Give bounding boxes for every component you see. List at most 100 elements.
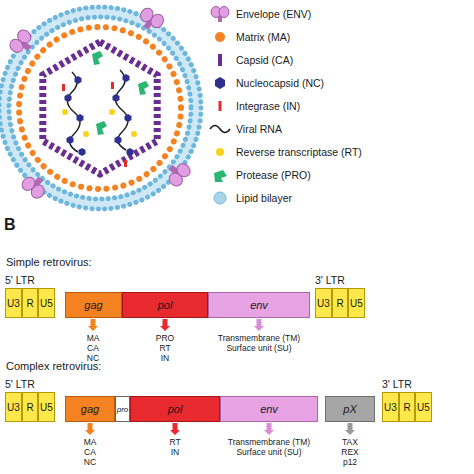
protease	[96, 121, 107, 135]
product-arrow	[254, 319, 264, 331]
box-label: R	[26, 402, 33, 413]
legend-icon	[208, 52, 232, 68]
nucleocapsid	[123, 74, 130, 82]
reverse-transcriptase	[131, 131, 137, 137]
legend-icon	[208, 98, 232, 114]
legend-text: Envelope (ENV)	[236, 6, 311, 22]
legend-swatch	[215, 77, 225, 89]
legend-swatch	[218, 54, 222, 66]
protein-product: Transmembrane (TM)	[199, 333, 319, 344]
gene-box: pX	[325, 396, 375, 422]
product-arrow	[170, 423, 180, 435]
section-title: Simple retrovirus:	[6, 256, 92, 269]
protein-product: p12	[290, 457, 410, 468]
protein-product: MA	[33, 333, 153, 344]
legend-swatch	[219, 101, 222, 111]
box-label: U5	[40, 402, 53, 413]
nucleocapsid	[127, 148, 134, 156]
ltr-segment-box: U3	[5, 288, 22, 318]
product-arrows	[85, 319, 355, 435]
legend-icon	[208, 121, 232, 137]
nucleocapsid	[77, 114, 84, 122]
capsid-shell	[43, 42, 157, 174]
gene-box: env	[220, 396, 318, 422]
protein-product: CA	[30, 447, 150, 458]
ltr-segment-box: R	[22, 288, 38, 318]
ltr-region: 5' LTRU3RU5	[5, 288, 55, 318]
box-label: U3	[7, 298, 20, 309]
gene-box: pol	[130, 396, 220, 422]
legend-text: Integrase (IN)	[236, 98, 300, 114]
product-arrow	[85, 423, 95, 435]
protein-product: CA	[33, 343, 153, 354]
box-label: U5	[417, 402, 430, 413]
legend-envelope-lobe	[219, 7, 229, 18]
nucleocapsid	[125, 114, 132, 122]
legend-text: Reverse transcriptase (RT)	[236, 144, 362, 160]
viral-rna	[115, 70, 128, 150]
box-label: env	[250, 299, 268, 311]
box-label: R	[336, 298, 343, 309]
nucleocapsid	[115, 136, 122, 144]
protein-product: MA	[30, 437, 150, 448]
viral-rna	[67, 72, 80, 152]
panel-letter: B	[4, 216, 16, 234]
gene-box: pro	[115, 396, 130, 422]
box-label: U5	[40, 298, 53, 309]
nucleocapsid	[75, 76, 82, 84]
ltr-heading: 3' LTR	[382, 378, 412, 390]
nucleocapsid-proteins	[65, 74, 134, 156]
protein-product: RT	[105, 343, 225, 354]
protein-product: Surface unit (SU)	[199, 343, 319, 354]
ltr-segment-box: R	[22, 392, 38, 422]
legend-rna-line	[210, 126, 230, 133]
integrase	[111, 82, 114, 89]
envelope-protein	[7, 27, 37, 58]
legend-swatch	[214, 170, 227, 182]
envelope-protein	[136, 6, 166, 34]
protease	[92, 51, 103, 65]
box-label: U3	[317, 298, 330, 309]
box-label: pX	[343, 403, 356, 415]
ltr-segment-box: U3	[382, 392, 399, 422]
box-label: R	[403, 402, 410, 413]
lipid-bilayer	[4, 12, 196, 204]
product-arrow	[88, 319, 98, 331]
legend-icon	[208, 144, 232, 160]
protein-product: NC	[30, 457, 150, 468]
box-label: U3	[7, 402, 20, 413]
ltr-heading: 5' LTR	[5, 378, 35, 390]
legend-text: Capsid (CA)	[236, 52, 293, 68]
envelope-proteins	[7, 6, 192, 201]
legend-text: Nucleocapsid (NC)	[236, 75, 324, 91]
ltr-region: 3' LTRU3RU5	[382, 392, 432, 422]
ltr-segment-box: U5	[38, 392, 55, 422]
protein-product: REX	[290, 447, 410, 458]
legend-icon	[208, 167, 232, 183]
envelope-protein	[19, 171, 50, 201]
matrix-layer	[19, 27, 181, 189]
legend-text: Viral RNA	[236, 121, 282, 137]
protein-product: IN	[115, 447, 235, 458]
section-title: Complex retrovirus:	[6, 360, 101, 373]
legend-text: Lipid bilayer	[236, 190, 292, 206]
gene-box: gag	[65, 292, 122, 318]
box-label: U3	[384, 402, 397, 413]
legend-icon	[208, 190, 232, 206]
ltr-segment-box: U5	[38, 288, 55, 318]
legend-icon	[208, 75, 232, 91]
reverse-transcriptase	[83, 131, 89, 137]
box-label: U5	[350, 298, 363, 309]
protein-product: PRO	[105, 333, 225, 344]
box-label: env	[260, 403, 278, 415]
legend-swatch	[214, 192, 226, 204]
ltr-region: 3' LTRU3RU5	[315, 288, 365, 318]
envelope-protein	[163, 158, 193, 189]
gene-box: env	[208, 292, 310, 318]
ltr-segment-box: U5	[415, 392, 432, 422]
ltr-segment-box: U5	[348, 288, 365, 318]
nucleocapsid	[65, 94, 72, 102]
ltr-segment-box: R	[332, 288, 348, 318]
integrase	[62, 84, 65, 91]
